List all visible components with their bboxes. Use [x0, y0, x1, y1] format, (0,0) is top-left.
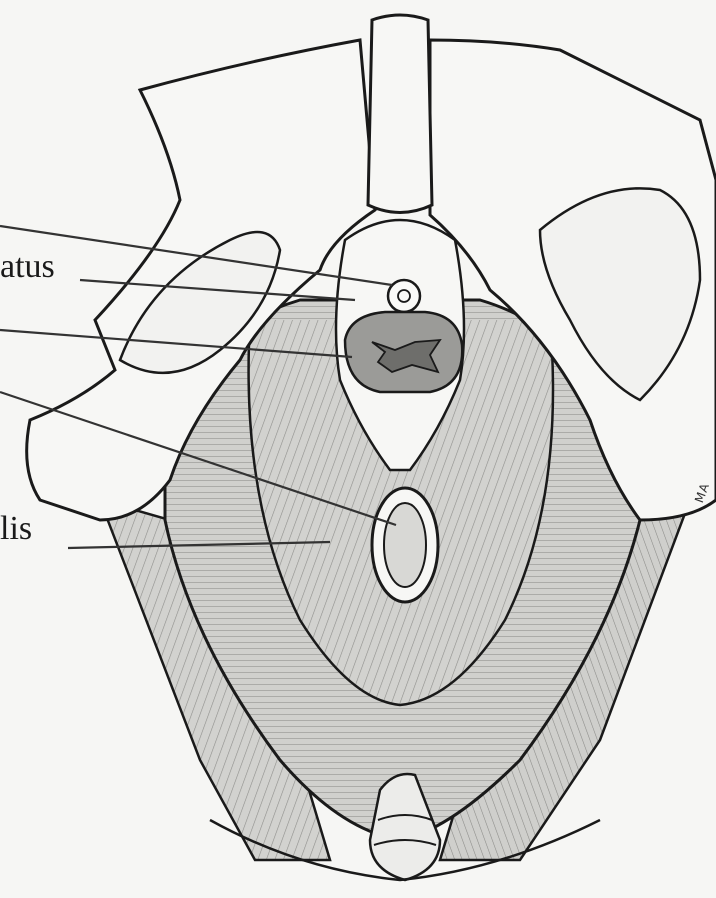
label-levator: lis	[0, 512, 32, 546]
urethra	[388, 280, 420, 312]
label-hiatus: atus	[0, 250, 55, 284]
pubic-symphysis	[368, 15, 432, 213]
rectum-inner	[384, 503, 426, 587]
